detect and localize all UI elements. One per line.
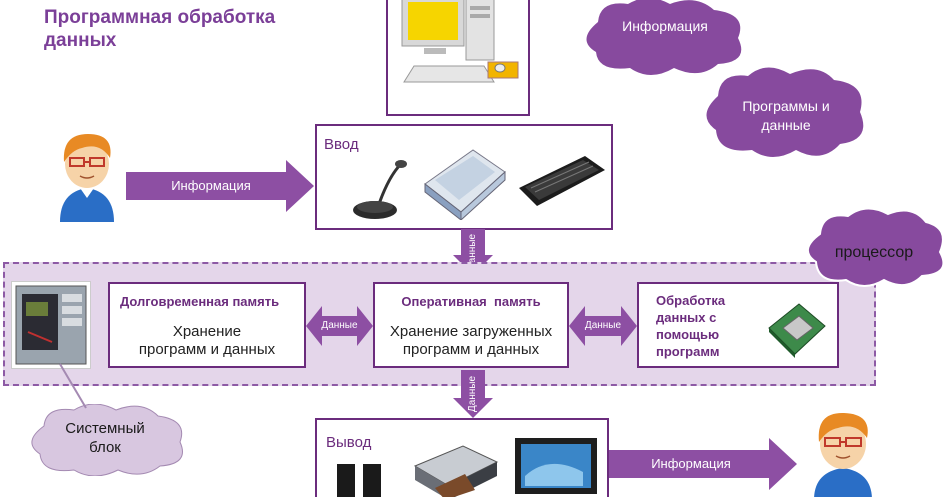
cloud-programs bbox=[706, 67, 864, 157]
speakers-icon bbox=[337, 464, 381, 497]
monitor-icon bbox=[401, 0, 519, 83]
printer-icon bbox=[413, 445, 499, 497]
output-box: Вывод bbox=[315, 418, 609, 497]
arrow-data-lr-2 bbox=[569, 306, 637, 346]
processing-line2: данных с bbox=[656, 310, 717, 325]
cloud-system-unit-line2: блок bbox=[89, 439, 121, 456]
processing-box: Обработка данных с помощью программ bbox=[637, 282, 839, 368]
processing-text: Обработка данных с помощью программ bbox=[656, 292, 756, 360]
arrow-data-down-2 bbox=[453, 370, 493, 418]
long-memory-box: Долговременная память Хранение программ … bbox=[108, 282, 306, 368]
cpu-chip-icon bbox=[768, 303, 826, 358]
arrow-info-out-label: Информация bbox=[651, 456, 731, 471]
cloud-processor-label: процессор bbox=[834, 244, 914, 261]
ram-title: Оперативная память bbox=[401, 294, 541, 309]
keyboard-icon bbox=[519, 156, 605, 206]
ram-box: Оперативная память Хранение загруженных … bbox=[373, 282, 569, 368]
cloud-info-label: Информация bbox=[622, 18, 708, 34]
processing-line3: помощью bbox=[656, 327, 720, 342]
ram-text: Хранение загруженных программ и данных bbox=[375, 323, 567, 359]
scanner-icon bbox=[424, 149, 506, 220]
arrow-info-in-label: Информация bbox=[171, 178, 251, 193]
arrow-data-lr-1 bbox=[306, 306, 373, 346]
display-icon bbox=[515, 438, 597, 494]
input-box-title: Ввод bbox=[324, 136, 359, 153]
cloud-system-unit bbox=[31, 404, 183, 476]
cloud-programs-label: Программы и данные bbox=[716, 97, 856, 135]
arrow-data-lr-2-label: Данные bbox=[584, 320, 622, 331]
processing-line4: программ bbox=[656, 344, 720, 359]
user-icon bbox=[814, 412, 872, 497]
long-memory-text: Хранение программ и данных bbox=[110, 323, 304, 359]
output-box-title: Вывод bbox=[326, 434, 372, 451]
cloud-processor bbox=[807, 208, 945, 287]
long-memory-line2: программ и данных bbox=[138, 341, 276, 358]
system-unit-picture bbox=[11, 281, 91, 369]
cloud-info bbox=[586, 0, 742, 75]
arrow-info-in bbox=[126, 160, 314, 212]
ram-line2: программ и данных bbox=[402, 341, 540, 358]
long-memory-title: Долговременная память bbox=[120, 294, 280, 309]
input-box: Ввод bbox=[315, 124, 613, 230]
page-title: Программная обработка данных bbox=[44, 7, 276, 51]
cloud-system-unit-line1: Системный bbox=[65, 420, 145, 437]
long-memory-line1: Хранение bbox=[172, 323, 242, 340]
arrow-data-down-2-label: Данные bbox=[467, 375, 478, 413]
cloud-system-unit-pointer bbox=[59, 363, 87, 409]
cloud-system-unit-label: Системный блок bbox=[40, 419, 170, 457]
cloud-programs-line2: данные bbox=[761, 117, 811, 133]
processing-line1: Обработка bbox=[656, 293, 726, 308]
system-unit-icon bbox=[15, 285, 87, 365]
cloud-programs-line1: Программы и bbox=[742, 98, 830, 114]
arrow-data-lr-1-label: Данные bbox=[321, 320, 358, 331]
computer-picture-box bbox=[386, 0, 530, 116]
arrow-info-out bbox=[609, 438, 797, 490]
user-icon bbox=[60, 134, 114, 222]
ram-line1: Хранение загруженных bbox=[389, 323, 553, 340]
microphone-icon bbox=[353, 160, 407, 219]
